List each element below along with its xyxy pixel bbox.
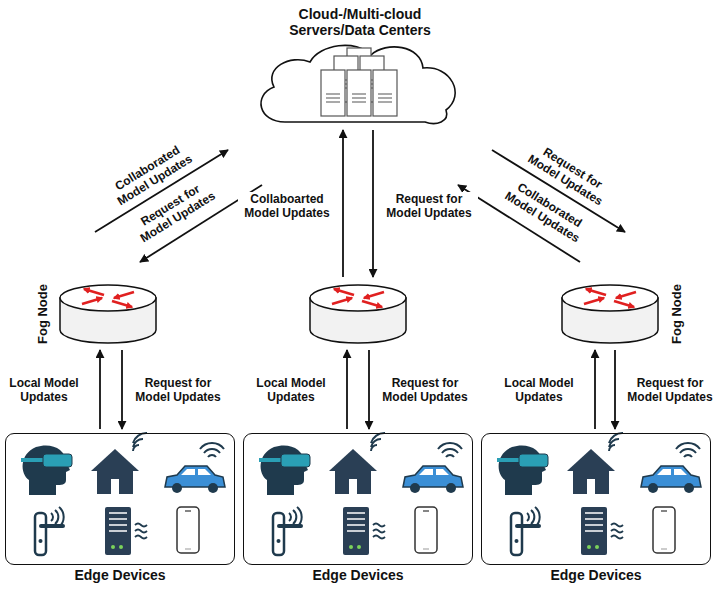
cylinder-outline xyxy=(560,283,660,345)
fog-node-label: Fog Node xyxy=(669,284,684,344)
edge-label: Request for Model Updates xyxy=(380,192,478,220)
fog-node: Fog Node xyxy=(560,283,660,345)
flow-arrow xyxy=(594,350,596,429)
edge-label: Collaborated Model Updates xyxy=(102,136,200,211)
edge-device-group: Edge Devices xyxy=(481,433,711,565)
edge-label: Request for Model Updates xyxy=(125,173,223,248)
edge-label: Request for Model Updates xyxy=(376,376,474,404)
edge-label: Request for Model Updates xyxy=(520,136,618,211)
flow-arrow xyxy=(614,350,616,429)
fog-node: Fog Node xyxy=(58,283,158,345)
cloud-title: Cloud-/Multi-cloud Servers/Data Centers xyxy=(255,6,465,38)
flow-arrow xyxy=(140,185,262,262)
fog-node-label: Fog Node xyxy=(35,284,50,344)
edge-label: Request for Model Updates xyxy=(622,376,718,404)
edge-label: Local Model Updates xyxy=(242,376,340,404)
flow-arrow xyxy=(342,130,344,277)
flow-arrow xyxy=(368,350,370,429)
edge-devices-label: Edge Devices xyxy=(6,567,234,584)
flow-arrow xyxy=(99,350,101,429)
edge-label: Collaborated Model Updates xyxy=(497,173,595,248)
cylinder-outline xyxy=(58,283,158,345)
cloud-node: Cloud-/Multi-cloud Servers/Data Centers xyxy=(250,40,470,126)
edge-label: Local Model Updates xyxy=(0,376,93,404)
cloud-outline xyxy=(250,40,470,126)
edge-devices-label: Edge Devices xyxy=(244,567,472,584)
cylinder-outline xyxy=(308,283,408,345)
flow-arrow xyxy=(121,350,123,429)
flow-arrow xyxy=(458,185,580,262)
edge-label: Request for Model Updates xyxy=(129,376,227,404)
edge-devices-label: Edge Devices xyxy=(482,567,710,584)
flow-arrow xyxy=(346,350,348,429)
edge-device-group: Edge Devices xyxy=(5,433,235,565)
edge-label: Collaboarted Model Updates xyxy=(238,192,336,220)
edge-label: Local Model Updates xyxy=(490,376,588,404)
fog-node xyxy=(308,283,408,345)
edge-device-group: Edge Devices xyxy=(243,433,473,565)
flow-arrow xyxy=(372,130,374,277)
